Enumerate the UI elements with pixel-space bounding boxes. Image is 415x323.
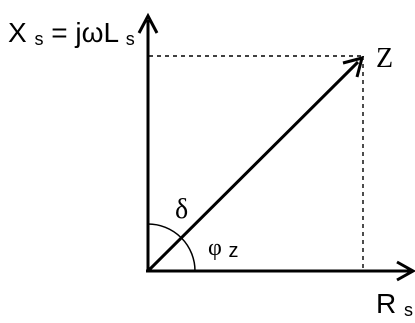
angle-label-phi: φ z xyxy=(208,234,239,262)
x-axis-label: R s xyxy=(376,288,413,320)
y-axis-arrowhead xyxy=(137,12,159,34)
impedance-vector-arrowhead xyxy=(342,55,365,78)
angle-label-phi-main: φ xyxy=(208,235,222,261)
y-axis-label-main: X xyxy=(8,17,27,48)
angle-arc xyxy=(147,223,196,272)
angle-label-phi-sub: z xyxy=(229,240,239,262)
angle-label-delta: δ xyxy=(175,194,188,225)
x-axis-arrowhead xyxy=(396,260,415,282)
impedance-vector xyxy=(146,60,360,273)
x-axis-label-sub: s xyxy=(404,300,413,320)
y-axis-label-rest: = jωL xyxy=(51,17,118,48)
y-axis-label-sub: s xyxy=(34,29,43,49)
vector-label-z: Z xyxy=(376,43,393,74)
y-axis-label: X s = jωL s xyxy=(8,17,135,51)
y-axis-label-rest-sub: s xyxy=(126,29,135,49)
x-axis-label-main: R xyxy=(376,288,396,319)
